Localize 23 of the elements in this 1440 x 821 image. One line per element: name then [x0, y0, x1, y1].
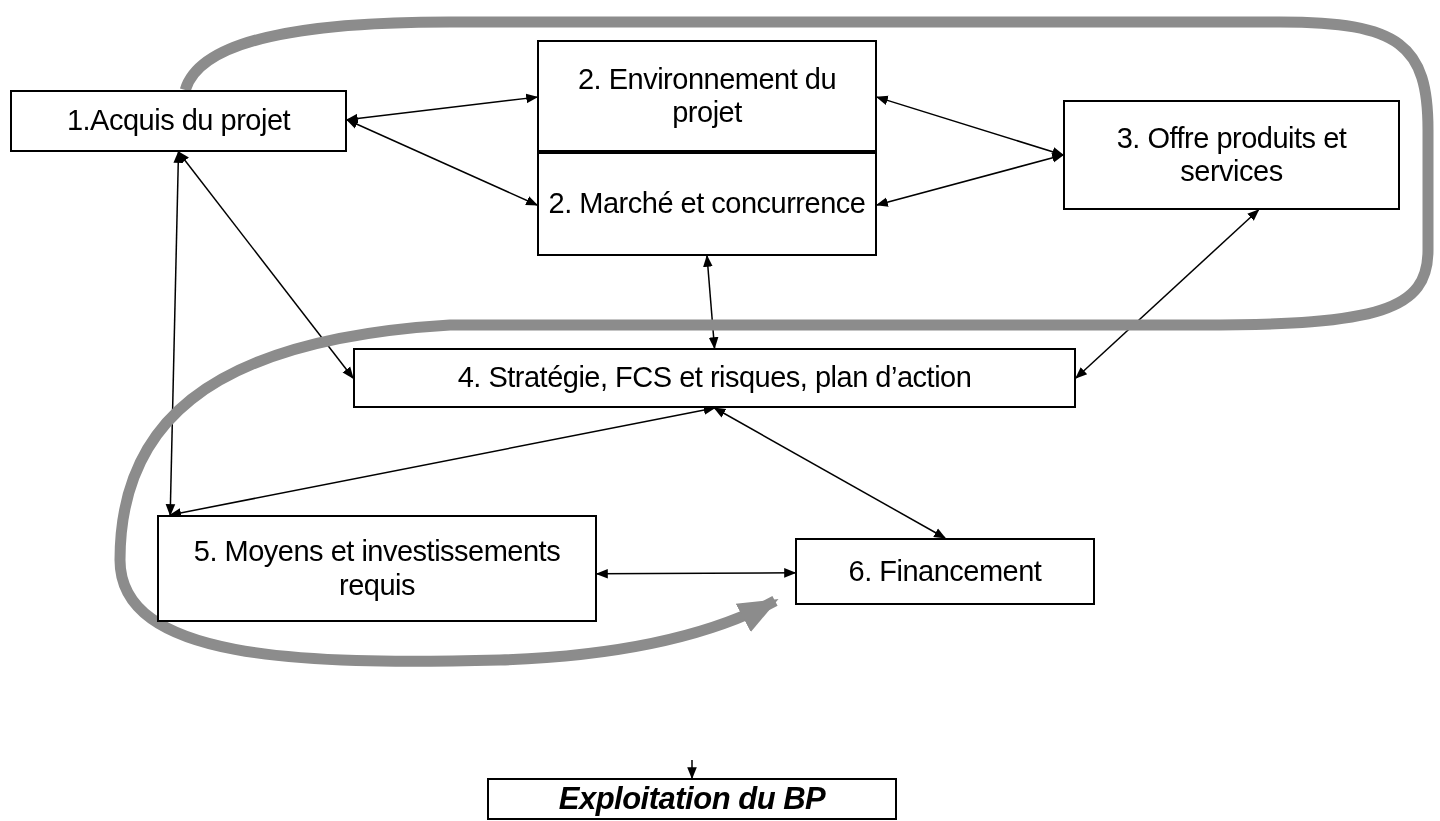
box-label: 1.Acquis du projet	[65, 104, 292, 138]
process-box	[487, 778, 897, 820]
arrow	[1075, 209, 1260, 379]
process-box	[10, 90, 347, 152]
process-box	[537, 40, 877, 152]
arrow	[165, 150, 184, 517]
box-label: 6. Financement	[847, 554, 1043, 589]
box-label: 2. Environnement du projet	[576, 62, 838, 130]
box-label: 2. Marché et concurrence	[547, 187, 867, 221]
process-box	[1063, 100, 1400, 210]
arrow	[177, 151, 354, 379]
process-box	[157, 515, 597, 622]
box-label: 5. Moyens et investissements requis	[192, 535, 562, 602]
process-box	[537, 152, 877, 256]
box-label: 3. Offre produits et services	[1115, 121, 1348, 189]
arrow	[687, 759, 697, 780]
arrow	[703, 254, 719, 350]
flow-arrow	[114, 16, 1434, 667]
process-box	[353, 348, 1076, 408]
process-box	[795, 538, 1095, 605]
box-label: 4. Stratégie, FCS et risques, plan d’action	[456, 361, 973, 395]
arrow	[713, 407, 947, 539]
box-label: Exploitation du BP	[557, 781, 827, 817]
